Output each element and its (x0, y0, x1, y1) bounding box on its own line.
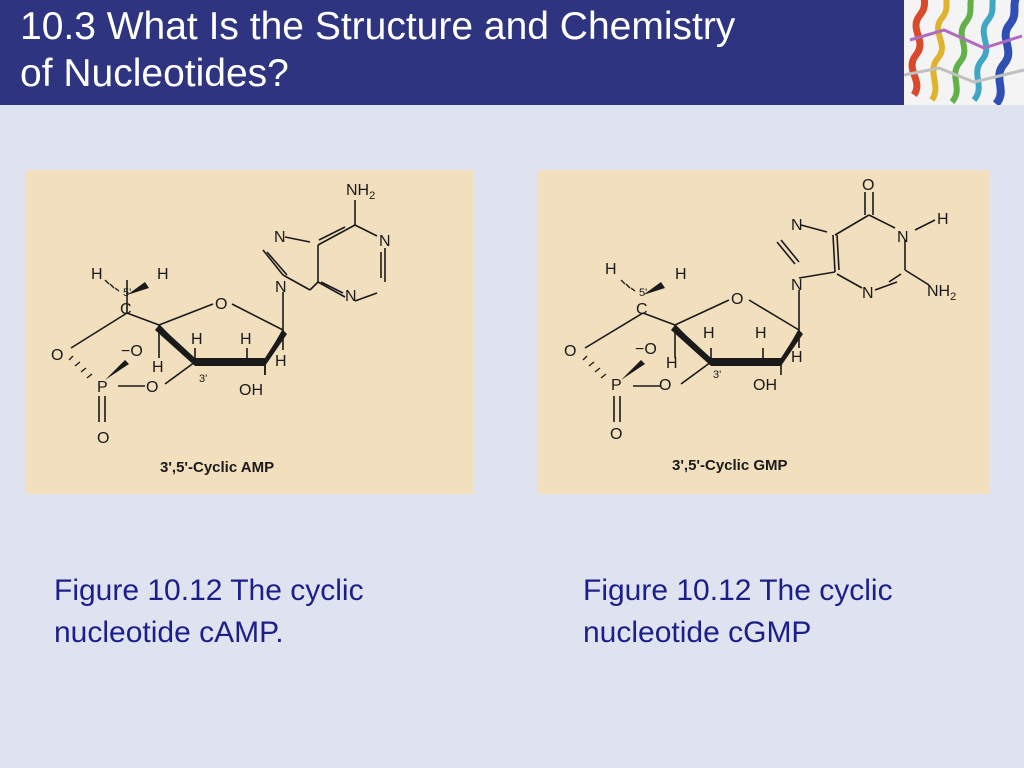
camp-o-label: O (97, 430, 109, 447)
protein-ribbon-image (904, 0, 1024, 105)
camp-hash-bonds (68, 279, 120, 379)
camp-ring-o-label: O (215, 296, 227, 313)
camp-nh2-label: NH2 (346, 182, 375, 202)
cgmp-hash-bonds (582, 279, 636, 379)
cgmp-ring-o-label: O (731, 291, 743, 308)
cgmp-o-label: O (564, 343, 576, 360)
camp-n-label: N (275, 279, 287, 296)
camp-wedge-bond-right (265, 330, 287, 366)
cgmp-p-label: P (611, 377, 622, 394)
slide-title: 10.3 What Is the Structure and Chemistry… (20, 5, 736, 95)
figure-caption-camp: Figure 10.12 The cyclic nucleotide cAMP. (54, 570, 474, 654)
camp-5prime-label: 5' (123, 287, 131, 299)
cgmp-bold-bond (711, 358, 781, 366)
camp-h-label: H (191, 331, 203, 348)
cgmp-n-label: N (791, 217, 803, 234)
cgmp-o-label: O (610, 426, 622, 443)
cgmp-nh2-label: NH2 (927, 283, 956, 303)
cgmp-oh-label: OH (753, 377, 777, 394)
cgmp-wedge-bond (671, 325, 711, 366)
camp-h-label: H (91, 266, 103, 283)
camp-h-label: H (275, 353, 287, 370)
camp-bonds (70, 200, 386, 422)
camp-n-label: N (379, 233, 391, 250)
cgmp-h-label: H (703, 325, 715, 342)
cgmp-wedge-ominus (621, 360, 645, 380)
cgmp-structure-diagram: O N N H N NH2 N O H H 5' C H H −O H H 3'… (564, 177, 956, 474)
cgmp-h-label: H (666, 355, 678, 372)
camp-n-label: N (274, 229, 286, 246)
cgmp-n-label: N (897, 229, 909, 246)
cgmp-ominus-label: −O (635, 341, 657, 358)
camp-oh-label: OH (239, 382, 263, 399)
cgmp-h-label: H (605, 261, 617, 278)
camp-h-label: H (152, 359, 164, 376)
cgmp-h-label: H (791, 349, 803, 366)
caption-line: Figure 10.12 The cyclic (54, 574, 364, 607)
figure-caption-cgmp: Figure 10.12 The cyclic nucleotide cGMP (583, 570, 1003, 654)
caption-line: nucleotide cGMP (583, 616, 812, 649)
cgmp-c-label: C (636, 301, 648, 318)
camp-wedge-h (127, 282, 149, 295)
camp-bold-bond (195, 358, 265, 366)
title-bar: 10.3 What Is the Structure and Chemistry… (0, 0, 1024, 105)
cgmp-carbonyl-o-label: O (862, 177, 874, 194)
cgmp-structure-panel: O N N H N NH2 N O H H 5' C H H −O H H 3'… (537, 170, 990, 494)
camp-p-label: P (97, 379, 108, 396)
cgmp-wedge-bond-right (781, 330, 803, 366)
caption-line: nucleotide cAMP. (54, 616, 284, 649)
camp-c-label: C (120, 301, 132, 318)
cgmp-n-label: N (791, 277, 803, 294)
camp-structure-panel: NH2 N N N N O H H 5' C H H −O H H 3' O P… (25, 170, 473, 494)
camp-h-label: H (240, 331, 252, 348)
cgmp-wedge-h (643, 282, 665, 295)
cgmp-3prime-label: 3' (713, 369, 721, 381)
camp-wedge-bond (155, 325, 195, 366)
cgmp-5prime-label: 5' (639, 287, 647, 299)
camp-3prime-label: 3' (199, 373, 207, 385)
cgmp-h-label: H (675, 266, 687, 283)
camp-ominus-label: −O (121, 343, 143, 360)
cgmp-n-label: N (862, 285, 874, 302)
camp-molecule-label: 3',5'-Cyclic AMP (160, 459, 274, 476)
caption-line: Figure 10.12 The cyclic (583, 574, 893, 607)
cgmp-o-label: O (659, 377, 671, 394)
cgmp-h-label: H (937, 211, 949, 228)
camp-wedge-ominus (105, 360, 129, 380)
cgmp-h-label: H (755, 325, 767, 342)
camp-structure-diagram: NH2 N N N N O H H 5' C H H −O H H 3' O P… (51, 182, 391, 476)
cgmp-molecule-label: 3',5'-Cyclic GMP (672, 457, 788, 474)
camp-o-label: O (146, 379, 158, 396)
camp-n-label: N (345, 288, 357, 305)
camp-o-label: O (51, 347, 63, 364)
camp-h-label: H (157, 266, 169, 283)
